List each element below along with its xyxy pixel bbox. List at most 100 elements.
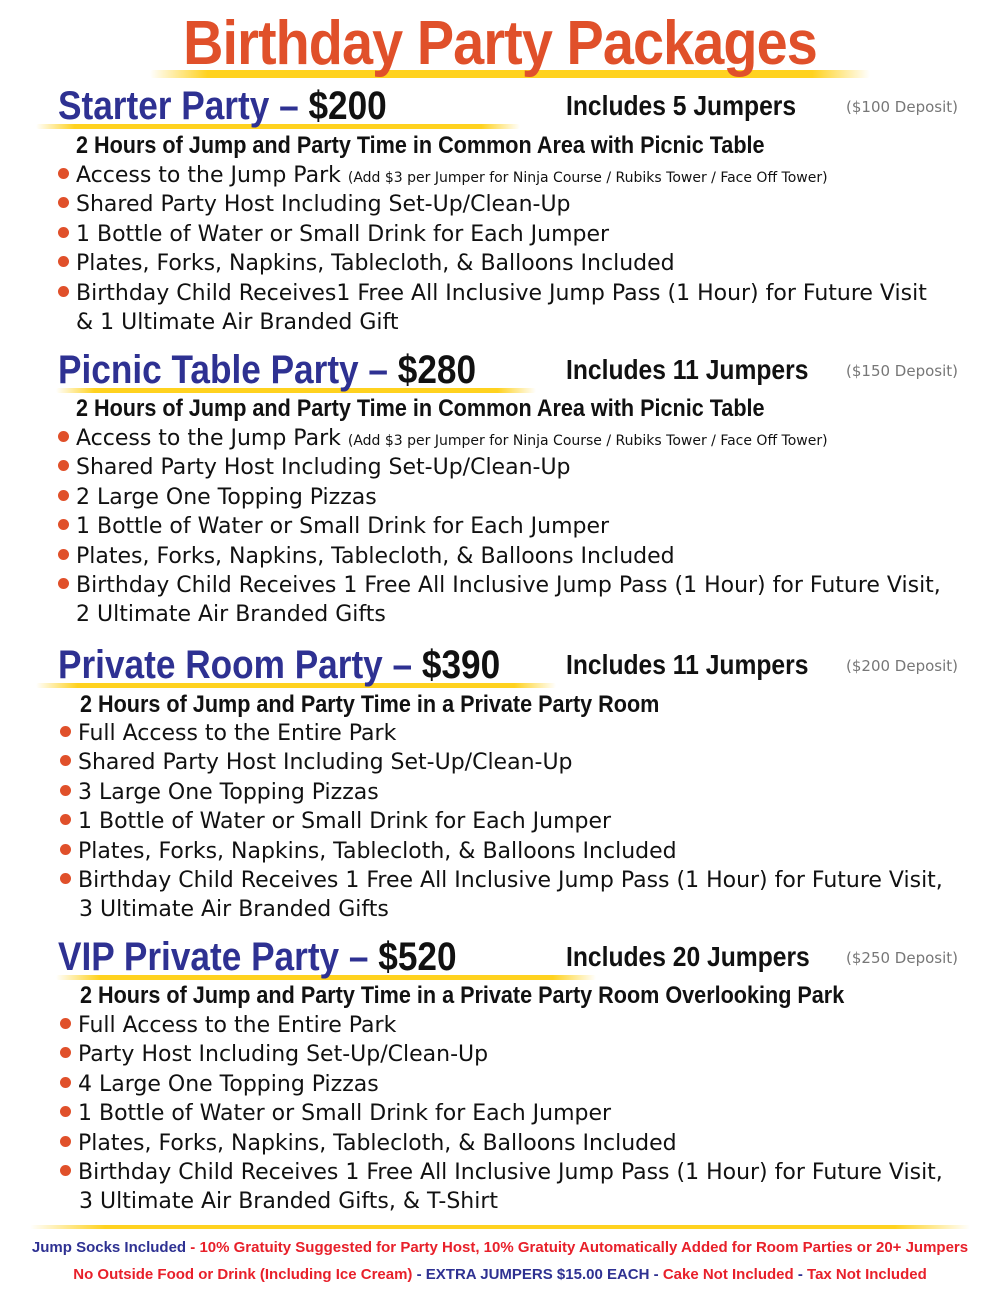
list-item: 2 Large One Topping Pizzas [58,484,377,512]
item-text: Birthday Child Receives 1 Free All Inclu… [76,573,941,598]
item-continuation: 2 Ultimate Air Branded Gifts [76,602,386,628]
bullet-icon [58,489,69,501]
item-note: (Add $3 per Jumper for Ninja Course / Ru… [347,433,828,449]
list-item: 1 Bottle of Water or Small Drink for Eac… [60,1100,611,1128]
list-item: Birthday Child Receives 1 Free All Inclu… [60,1159,943,1187]
bullet-icon [58,431,69,442]
heading-underline [56,388,536,393]
bullet-icon [58,168,69,179]
item-text: Shared Party Host Including Set-Up/Clean… [76,455,571,481]
item-text: Full Access to the Entire Park [78,1013,397,1038]
footer-segment: - [793,1266,808,1283]
deposit-amount: ($200 Deposit) [846,657,958,675]
list-item: Full Access to the Entire Park [60,1012,396,1040]
package-price: $200 [308,84,387,128]
list-item: Shared Party Host Including Set-Up/Clean… [58,191,571,219]
list-item: Plates, Forks, Napkins, Tablecloth, & Ba… [58,250,675,278]
package-name: VIP Private Party – [58,935,369,979]
item-text: 1 Bottle of Water or Small Drink for Eac… [78,1101,612,1127]
bullet-icon [58,460,69,472]
heading-underline [56,975,596,980]
package-subheading: 2 Hours of Jump and Party Time in Common… [76,132,765,159]
item-continuation: 3 Ultimate Air Branded Gifts [79,897,389,923]
list-item: Access to the Jump Park (Add $3 per Jump… [58,425,828,455]
deposit-amount: ($150 Deposit) [846,362,958,380]
bullet-icon [58,197,69,209]
deposit-amount: ($100 Deposit) [846,98,958,116]
item-text: 1 Bottle of Water or Small Drink for Eac… [76,221,610,247]
item-text: 2 Large One Topping Pizzas [76,484,377,510]
jumpers-included: Includes 5 Jumpers [566,90,797,121]
bullet-icon [60,1047,71,1059]
list-item: Plates, Forks, Napkins, Tablecloth, & Ba… [60,1130,677,1158]
footer-segment: Tax Not Included [807,1266,927,1283]
footer-segment: No Outside Food or Drink (Including Ice … [73,1266,413,1283]
deposit-amount: ($250 Deposit) [846,949,958,967]
bullet-icon [60,726,71,737]
footer-line-1: Jump Socks Included - 10% Gratuity Sugge… [0,1239,1000,1256]
bullet-icon [60,1165,71,1176]
bullet-icon [58,285,69,297]
bullet-icon [60,784,71,796]
item-text: Full Access to the Entire Park [78,721,397,746]
bullet-icon [58,548,69,560]
item-text: Shared Party Host Including Set-Up/Clean… [76,192,571,218]
item-text: Plates, Forks, Napkins, Tablecloth, & Ba… [78,1130,677,1156]
item-text: 3 Large One Topping Pizzas [78,779,379,805]
item-text: Birthday Child Receives 1 Free All Inclu… [78,868,943,893]
item-text: 1 Bottle of Water or Small Drink for Eac… [78,809,612,835]
bullet-icon [60,1018,71,1029]
list-item: Shared Party Host Including Set-Up/Clean… [60,749,573,777]
list-item: 4 Large One Topping Pizzas [60,1071,379,1099]
bullet-icon [60,814,71,826]
list-item: Access to the Jump Park (Add $3 per Jump… [58,162,828,192]
package-name: Starter Party – [58,84,299,128]
package-price: $390 [421,643,501,687]
item-text: Party Host Including Set-Up/Clean-Up [78,1042,489,1068]
footer-segment: Jump Socks Included [31,1239,187,1256]
package-name: Picnic Table Party – [58,348,388,392]
bullet-icon [60,755,71,767]
package-price: $280 [397,348,477,392]
footer-segment: Cake Not Included [662,1266,794,1283]
package-heading: Picnic Table Party – $280 [58,348,476,393]
package-heading: Starter Party – $200 [58,84,387,129]
item-text: Plates, Forks, Napkins, Tablecloth, & Ba… [76,251,675,277]
footer-segment: - [412,1266,426,1283]
bullet-icon [60,873,71,884]
heading-underline [36,683,556,688]
list-item: 3 Large One Topping Pizzas [60,779,379,807]
list-item: 1 Bottle of Water or Small Drink for Eac… [60,808,611,836]
item-continuation: & 1 Ultimate Air Branded Gift [76,310,399,335]
item-text: 4 Large One Topping Pizzas [78,1071,379,1097]
list-item: Party Host Including Set-Up/Clean-Up [60,1041,488,1069]
bullet-icon [58,256,69,268]
item-text: 1 Bottle of Water or Small Drink for Eac… [76,514,610,540]
list-item: 1 Bottle of Water or Small Drink for Eac… [58,513,609,541]
jumpers-included: Includes 11 Jumpers [566,354,809,385]
list-item: Birthday Child Receives 1 Free All Inclu… [58,572,941,600]
package-heading: VIP Private Party – $520 [58,935,457,980]
jumpers-included: Includes 20 Jumpers [566,941,810,972]
list-item: 1 Bottle of Water or Small Drink for Eac… [58,221,609,249]
package-subheading: 2 Hours of Jump and Party Time in a Priv… [80,691,660,718]
page-title: Birthday Party Packages [183,9,818,78]
bullet-icon [60,843,71,855]
footer-line-2: No Outside Food or Drink (Including Ice … [0,1266,1000,1283]
package-subheading: 2 Hours of Jump and Party Time in Common… [76,395,765,422]
item-text: Plates, Forks, Napkins, Tablecloth, & Ba… [78,838,677,864]
package-price: $520 [378,935,457,979]
footer-divider [30,1225,970,1229]
bullet-icon [60,1076,71,1088]
item-text: Plates, Forks, Napkins, Tablecloth, & Ba… [76,543,675,569]
title-underline [150,70,870,78]
item-continuation: 3 Ultimate Air Branded Gifts, & T-Shirt [79,1189,499,1215]
item-text: Shared Party Host Including Set-Up/Clean… [78,750,573,776]
jumpers-included: Includes 11 Jumpers [566,649,809,680]
list-item: Birthday Child Receives 1 Free All Inclu… [60,867,943,895]
heading-underline [36,124,520,129]
item-text: Access to the Jump Park [76,426,341,451]
bullet-icon [58,578,69,589]
item-note: (Add $3 per Jumper for Ninja Course / Ru… [347,170,828,186]
list-item: Plates, Forks, Napkins, Tablecloth, & Ba… [60,838,677,866]
